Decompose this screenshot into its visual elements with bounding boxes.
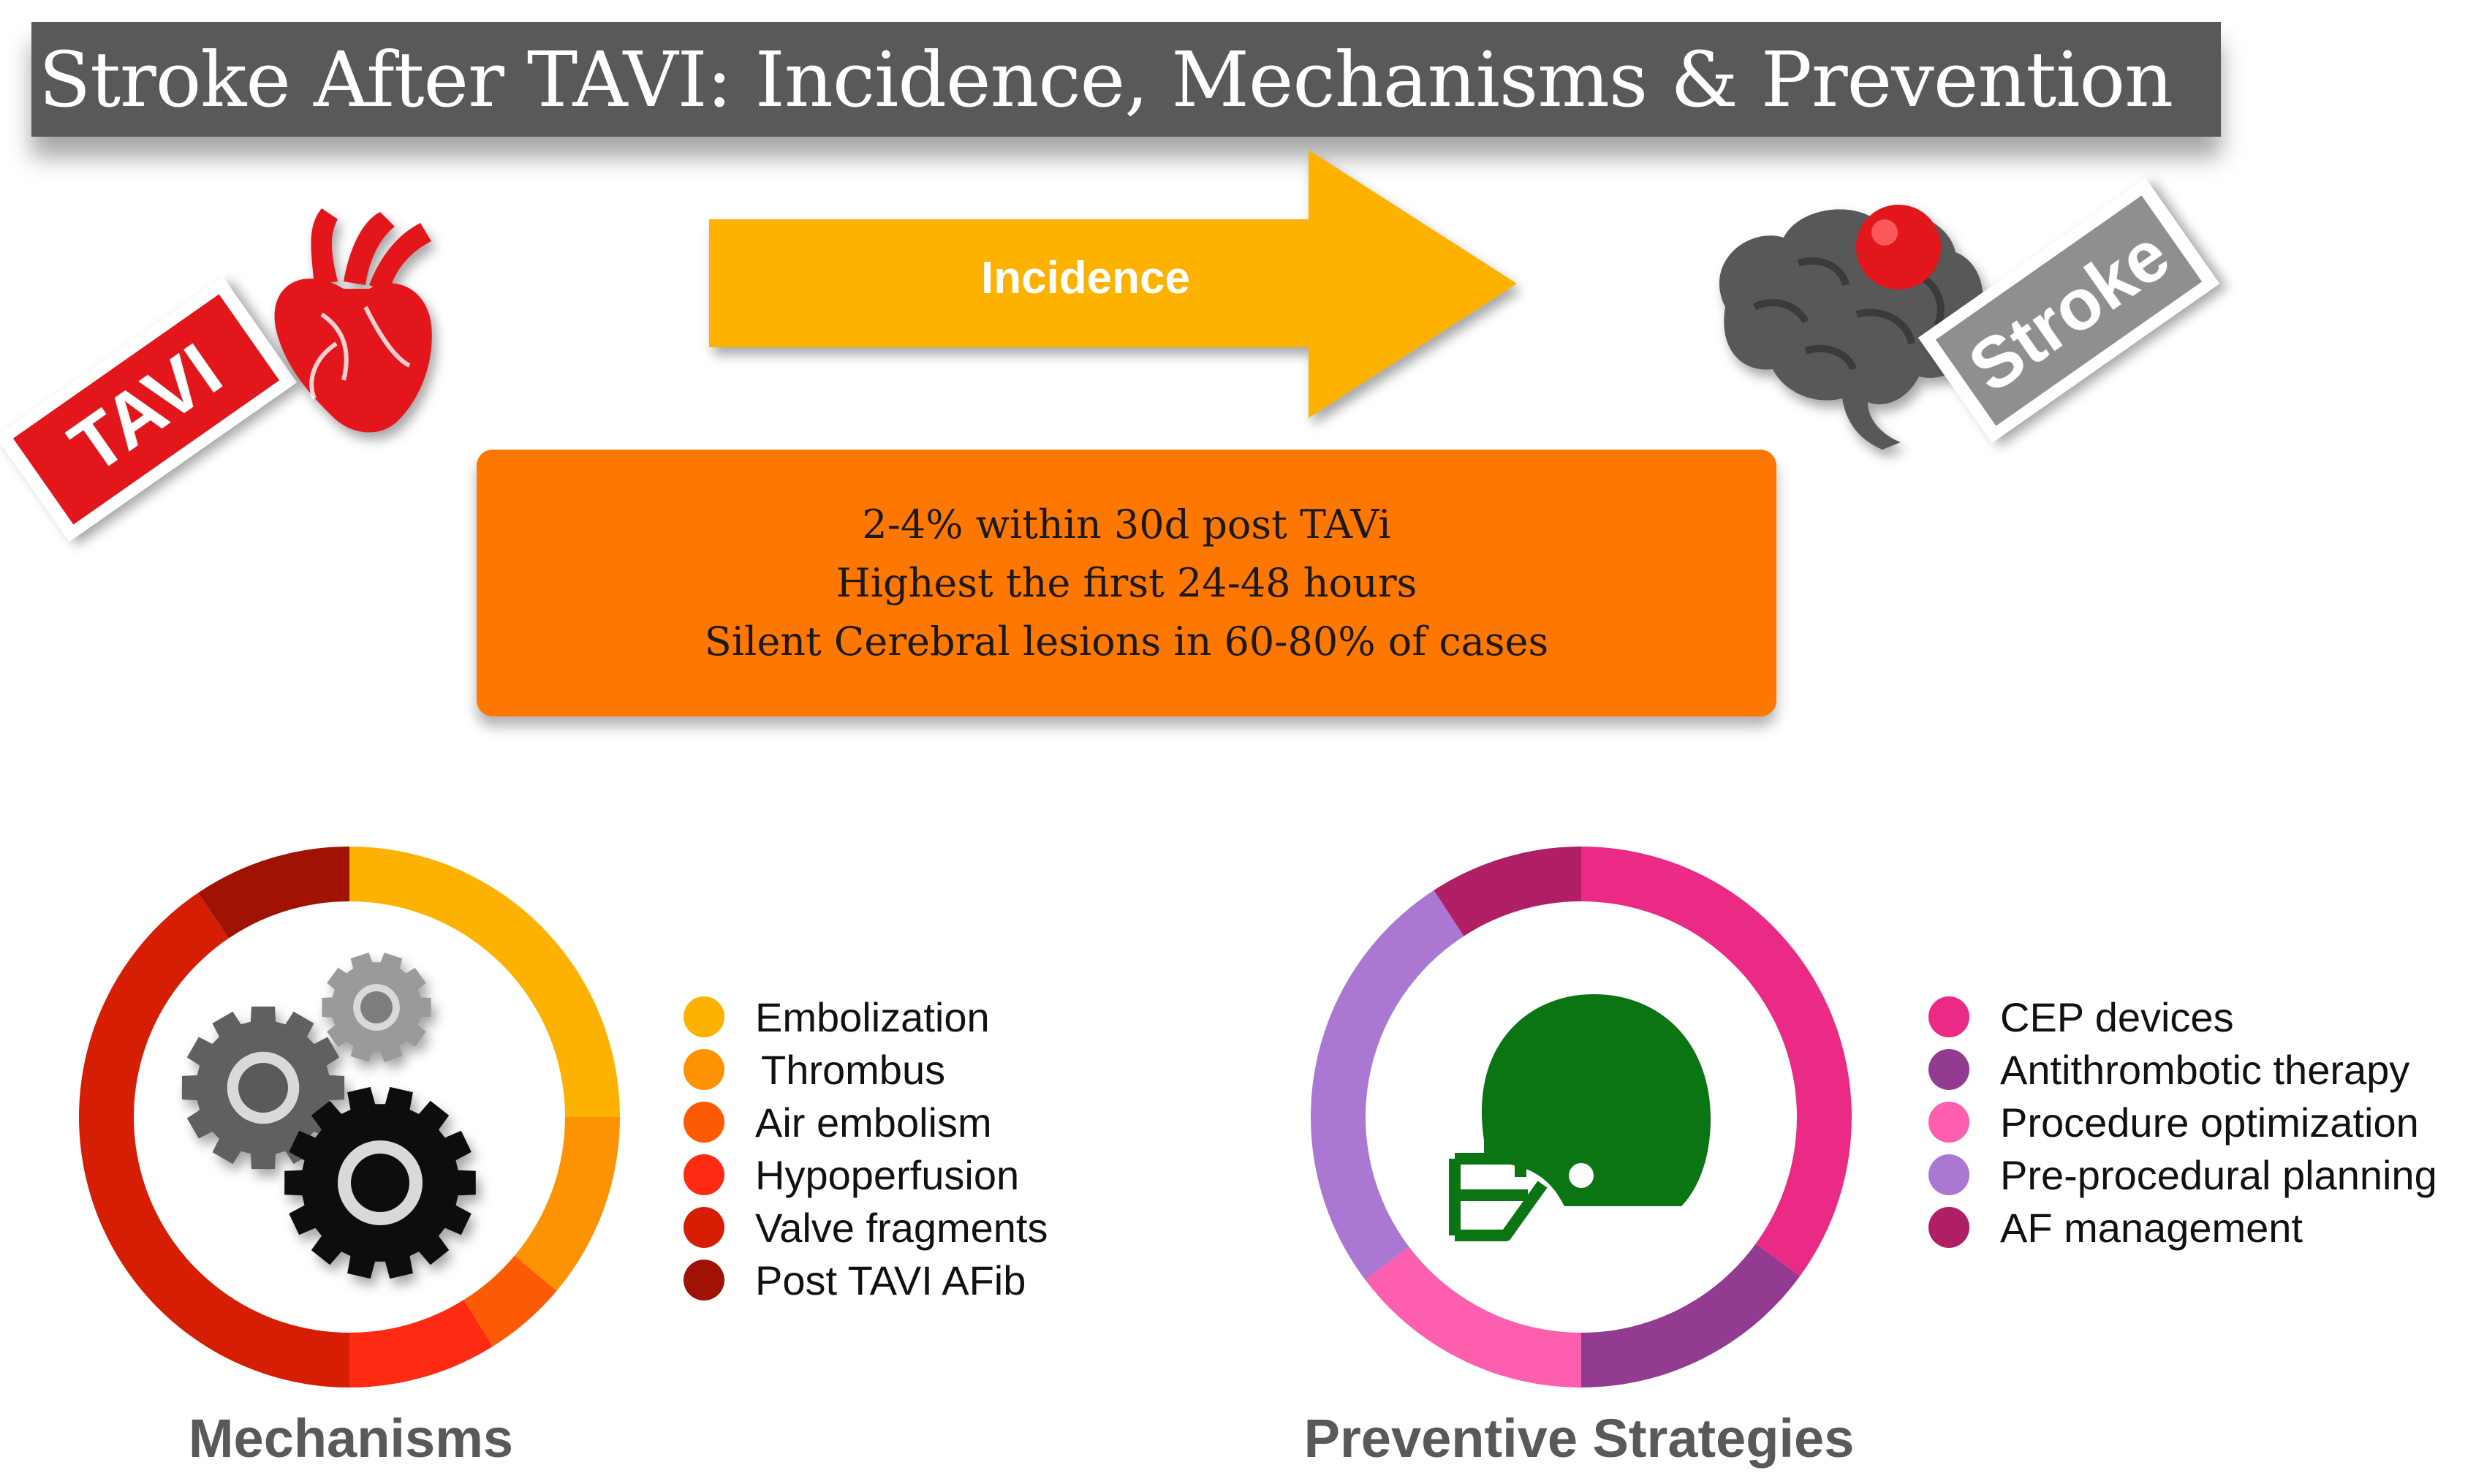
gear-hole [238, 1063, 288, 1113]
incidence-line: Silent Cerebral lesions in 60-80% of cas… [704, 618, 1549, 665]
legend-dot [684, 1154, 724, 1195]
incidence-arrow-label: Incidence [981, 253, 1190, 303]
legend-item: Pre-procedural planning [1928, 1148, 2437, 1201]
legend-label: Embolization [755, 993, 990, 1040]
legend-item: CEP devices [1928, 991, 2437, 1043]
brain-icon [1719, 205, 1983, 450]
incidence-arrow [709, 150, 1517, 418]
incidence-box: 2-4% within 30d post TAVi Highest the fi… [477, 450, 1776, 716]
legend-dot [684, 1207, 724, 1248]
strategies-title: Preventive Strategies [1303, 1408, 1855, 1469]
legend-label: AF management [2000, 1204, 2303, 1251]
legend-dot [1928, 1207, 1969, 1248]
legend-item: Hypoperfusion [684, 1148, 1048, 1201]
legend-item: Thrombus [684, 1043, 1048, 1096]
legend-label: Post TAVI AFib [755, 1257, 1026, 1303]
donut-segment [514, 1117, 620, 1291]
legend-dot [1928, 996, 1969, 1037]
mechanisms-donut [79, 847, 620, 1388]
legend-dot [1928, 1102, 1969, 1143]
legend-item: Embolization [684, 991, 1048, 1043]
strategies-donut [1311, 847, 1852, 1388]
legend-label: CEP devices [2000, 993, 2234, 1040]
legend-dot [684, 1049, 724, 1090]
legend-item: Post TAVI AFib [684, 1254, 1048, 1306]
donut-segment [1311, 890, 1464, 1280]
legend-item: AF management [1928, 1201, 2437, 1254]
legend-dot [1928, 1049, 1969, 1090]
legend-item: Valve fragments [684, 1201, 1048, 1254]
legend-label: Antithrombotic therapy [2000, 1046, 2410, 1093]
legend-dot [684, 996, 724, 1037]
legend-item: Antithrombotic therapy [1928, 1043, 2437, 1096]
legend-item: Procedure optimization [1928, 1096, 2437, 1148]
donut-segment [463, 1255, 557, 1347]
legend-dot [684, 1102, 724, 1143]
legend-dot [684, 1260, 724, 1301]
donut-segment [198, 847, 349, 939]
mechanisms-legend: Embolization Thrombus Air embolism Hypop… [684, 991, 1048, 1306]
title-bar: Stroke After TAVI: Incidence, Mechanisms… [31, 22, 2221, 137]
stroke-badge: Stroke [1917, 178, 2220, 444]
legend-label: Pre-procedural planning [2000, 1151, 2437, 1198]
heart-icon [274, 208, 432, 433]
strategies-legend: CEP devices Antithrombotic therapy Proce… [1928, 991, 2437, 1254]
incidence-line: Highest the first 24-48 hours [836, 559, 1417, 606]
donut-segment [1581, 847, 1852, 1276]
legend-dot [1928, 1154, 1969, 1195]
donut-segment [349, 1300, 493, 1388]
donut-segment [79, 893, 349, 1388]
donut-segment [1434, 847, 1581, 936]
gear-hole [351, 1154, 409, 1212]
gears-icon [181, 953, 476, 1279]
incidence-line: 2-4% within 30d post TAVi [862, 501, 1391, 548]
helmet-icon [1449, 994, 1711, 1241]
legend-label: Air embolism [755, 1099, 992, 1146]
legend-label: Hypoperfusion [755, 1151, 1020, 1198]
mechanisms-title: Mechanisms [188, 1408, 514, 1469]
donut-segment [1581, 1243, 1801, 1388]
donut-segment [349, 847, 620, 1117]
page-title: Stroke After TAVI: Incidence, Mechanisms… [39, 34, 2173, 124]
legend-label: Thrombus [761, 1046, 946, 1093]
tavi-badge: TAVI [0, 276, 298, 542]
gear-hole [360, 991, 393, 1023]
donut-segment [1365, 1246, 1581, 1388]
legend-label: Procedure optimization [2000, 1099, 2419, 1146]
legend-label: Valve fragments [755, 1204, 1048, 1251]
legend-item: Air embolism [684, 1096, 1048, 1148]
